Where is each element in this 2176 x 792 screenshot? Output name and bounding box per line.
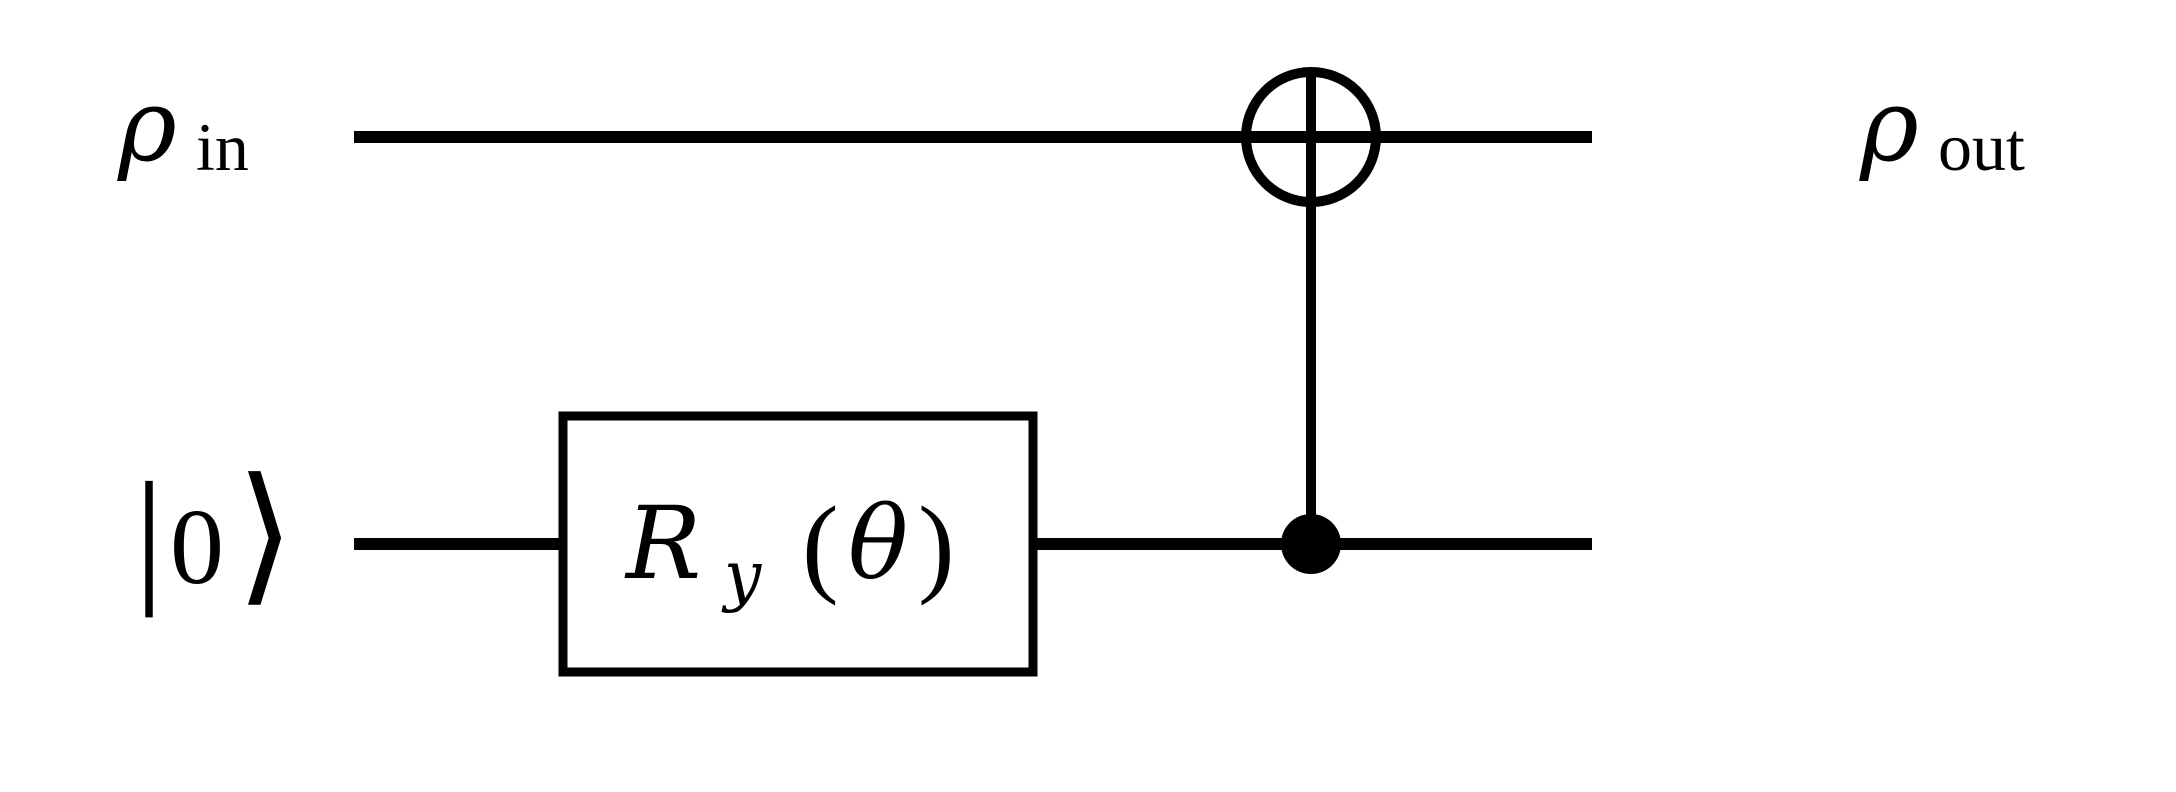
ry-gate-paren-close: ) <box>918 484 955 606</box>
ket-bar: | <box>134 452 164 618</box>
ket-value: 0 <box>170 488 224 607</box>
ry-gate-box <box>558 411 1038 677</box>
input-label-rho-in: ρ in <box>117 67 249 185</box>
ket-angle: ⟩ <box>236 452 295 618</box>
output-label-rho-out: ρ out <box>1859 67 2025 185</box>
ry-gate: R y ( θ ) <box>558 411 1038 677</box>
rho-out-symbol: ρ <box>1859 67 1919 184</box>
rho-in-subscript: in <box>196 109 249 185</box>
rho-in-symbol: ρ <box>117 67 177 184</box>
ry-gate-subscript: y <box>721 537 762 614</box>
rho-out-subscript: out <box>1938 109 2025 185</box>
ry-gate-symbol: R <box>624 485 701 602</box>
cnot-control-dot-icon <box>1281 514 1341 574</box>
cnot-target-icon <box>1241 67 1381 207</box>
input-label-ket-zero: | 0 ⟩ <box>134 452 295 618</box>
ry-gate-paren-open: ( <box>802 484 839 606</box>
ry-gate-argument: θ <box>848 485 908 602</box>
